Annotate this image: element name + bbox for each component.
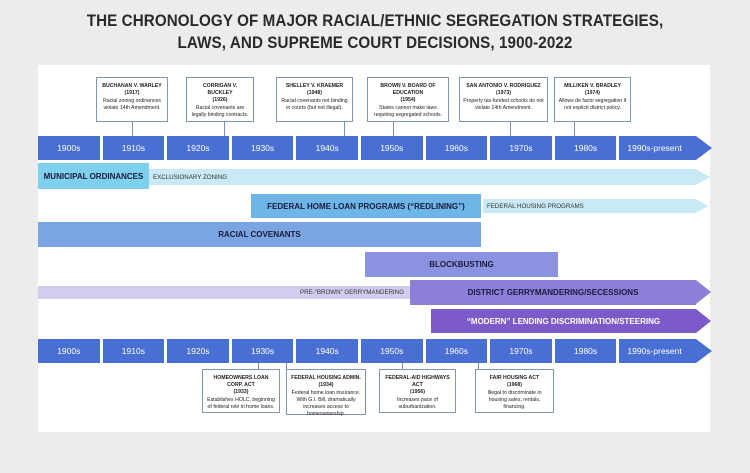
exclusionary-zoning-bar <box>38 169 696 185</box>
top-connector-2 <box>344 122 345 136</box>
event-title: BUCHANAN V. WARLEY <box>102 83 162 89</box>
top-connector-0 <box>132 122 133 136</box>
bottom-event-3: FAIR HOUSING ACT(1968)Illegal to discrim… <box>475 369 554 413</box>
timeline-top-decade-9: 1990s-present <box>619 136 696 160</box>
event-description: Establishes HOLC, beginning of federal r… <box>207 397 275 411</box>
event-year: (1933) <box>233 389 249 396</box>
top-event-1: CORRIGAN V. BUCKLEY(1926)Racial covenant… <box>186 77 254 122</box>
event-title: HOMEOWNERS LOAN CORP. ACT <box>213 375 269 389</box>
event-title: SAN ANTONIO V. RODRIGUEZ <box>466 83 541 89</box>
bottom-connector-2 <box>402 363 403 369</box>
federal-housing-programs-label: FEDERAL HOUSING PROGRAMS <box>487 202 584 210</box>
event-title: BROWN V. BOARD OF EDUCATION <box>380 83 436 97</box>
top-connector-3 <box>393 122 394 136</box>
timeline-bottom-arrowhead <box>696 339 712 363</box>
timeline-bottom-decade-0: 1900s <box>38 339 100 363</box>
event-description: Racial covenants not binding in courts (… <box>281 98 348 112</box>
bottom-connector-1 <box>286 363 287 369</box>
event-year: (1948) <box>307 90 322 97</box>
event-description: Racial zoning ordinances violate 14th Am… <box>103 98 161 112</box>
timeline-top-arrowhead <box>696 136 712 160</box>
event-description: Racial covenants are legally binding con… <box>191 105 249 119</box>
redlining-band: FEDERAL HOME LOAN PROGRAMS (“REDLINING”) <box>251 194 481 218</box>
event-title: CORRIGAN V. BUCKLEY <box>202 83 238 97</box>
timeline-bottom-decade-8: 1980s <box>554 339 617 363</box>
page-title-line2: LAWS, AND SUPREME COURT DECISIONS, 1900-… <box>177 34 573 52</box>
event-year: (1954) <box>400 97 416 104</box>
top-connector-5 <box>574 122 575 136</box>
district-gerrymandering-band: DISTRICT GERRYMANDERING/SECESSIONS <box>410 280 696 305</box>
event-description: Property tax-funded schools do not viola… <box>463 98 544 112</box>
bottom-event-0: HOMEOWNERS LOAN CORP. ACT(1933)Establish… <box>202 369 280 413</box>
top-connector-1 <box>224 122 225 136</box>
federal-housing-programs-arrowhead <box>696 199 708 213</box>
event-title: SHELLEY V. KRAEMER <box>285 83 344 89</box>
timeline-bottom-decade-3: 1930s <box>231 339 294 363</box>
timeline-top-decade-5: 1950s <box>361 136 423 160</box>
pre-brown-gerrymandering-label: PRE-“BROWN” GERRYMANDERING <box>300 289 405 296</box>
event-year: (1974) <box>585 90 600 97</box>
exclusionary-zoning-arrowhead <box>696 169 710 185</box>
federal-housing-programs-bar <box>483 199 696 213</box>
page-title-line1: THE CHRONOLOGY OF MAJOR RACIAL/ETHNIC SE… <box>86 12 664 30</box>
top-event-2: SHELLEY V. KRAEMER(1948)Racial covenants… <box>276 77 353 122</box>
bottom-connector-3 <box>478 363 479 369</box>
top-event-3: BROWN V. BOARD OF EDUCATION(1954)States … <box>367 77 449 122</box>
timeline-bottom-decade-6: 1960s <box>425 339 488 363</box>
event-year: (1973) <box>496 90 511 97</box>
racial-covenants-band: RACIAL COVENANTS <box>38 222 481 247</box>
diagram-panel <box>38 65 710 432</box>
municipal-ordinances-band: MUNICIPAL ORDINANCES <box>38 163 149 189</box>
event-year: (1968) <box>507 382 522 389</box>
timeline-bottom-decade-4: 1940s <box>296 339 358 363</box>
top-event-5: MILLIKEN V. BRADLEY(1974)Allows de facto… <box>554 77 631 122</box>
timeline-top-decade-2: 1920s <box>167 136 229 160</box>
event-year: (1934) <box>318 382 334 389</box>
top-connector-4 <box>510 122 511 136</box>
district-gerrymandering-arrowhead <box>696 280 711 304</box>
top-event-4: SAN ANTONIO V. RODRIGUEZ(1973)Property t… <box>459 77 548 122</box>
timeline-top-decade-0: 1900s <box>38 136 100 160</box>
top-event-0: BUCHANAN V. WARLEY(1917)Racial zoning or… <box>96 77 168 122</box>
timeline-top-decade-1: 1910s <box>102 136 165 160</box>
event-description: Federal home loan insurance. With G.I. B… <box>291 390 361 418</box>
modern-lending-band: “MODERN” LENDING DISCRIMINATION/STEERING <box>431 309 696 333</box>
bottom-event-1: FEDERAL HOUSING ADMIN.(1934)Federal home… <box>286 369 366 418</box>
event-year: (1926) <box>212 97 228 104</box>
event-year: (1956) <box>410 389 425 396</box>
pre-brown-gerrymandering-bar <box>38 286 410 299</box>
event-description: Increases pace of suburbanization. <box>397 397 438 411</box>
event-title: MILLIKEN V. BRADLEY <box>564 83 621 89</box>
modern-lending-arrowhead <box>696 309 711 333</box>
timeline-bottom-decade-1: 1910s <box>102 339 165 363</box>
timeline-bottom-decade-7: 1970s <box>490 339 552 363</box>
bottom-event-2: FEDERAL-AID HIGHWAYS ACT(1956)Increases … <box>379 369 456 413</box>
timeline-top-decade-7: 1970s <box>490 136 552 160</box>
event-title: FEDERAL HOUSING ADMIN. <box>291 375 361 381</box>
blockbusting-band: BLOCKBUSTING <box>365 252 558 277</box>
exclusionary-zoning-label: EXCLUSIONARY ZONING <box>153 173 228 181</box>
timeline-bottom-decade-2: 1920s <box>167 339 229 363</box>
event-description: Allows de facto segregation if not expli… <box>558 98 627 112</box>
event-title: FAIR HOUSING ACT <box>489 375 540 381</box>
timeline-top-decade-8: 1980s <box>554 136 617 160</box>
timeline-bottom-decade-5: 1950s <box>361 339 423 363</box>
event-description: Illegal to discriminate in housing sales… <box>487 390 542 411</box>
event-description: States cannot make laws requiring segreg… <box>373 105 443 119</box>
bottom-connector-0 <box>258 363 259 369</box>
timeline-top-decade-6: 1960s <box>425 136 488 160</box>
timeline-top-decade-4: 1940s <box>296 136 358 160</box>
event-year: (1917) <box>124 90 140 97</box>
timeline-top-decade-3: 1930s <box>231 136 294 160</box>
event-title: FEDERAL-AID HIGHWAYS ACT <box>385 375 450 389</box>
timeline-bottom-decade-9: 1990s-present <box>619 339 696 363</box>
